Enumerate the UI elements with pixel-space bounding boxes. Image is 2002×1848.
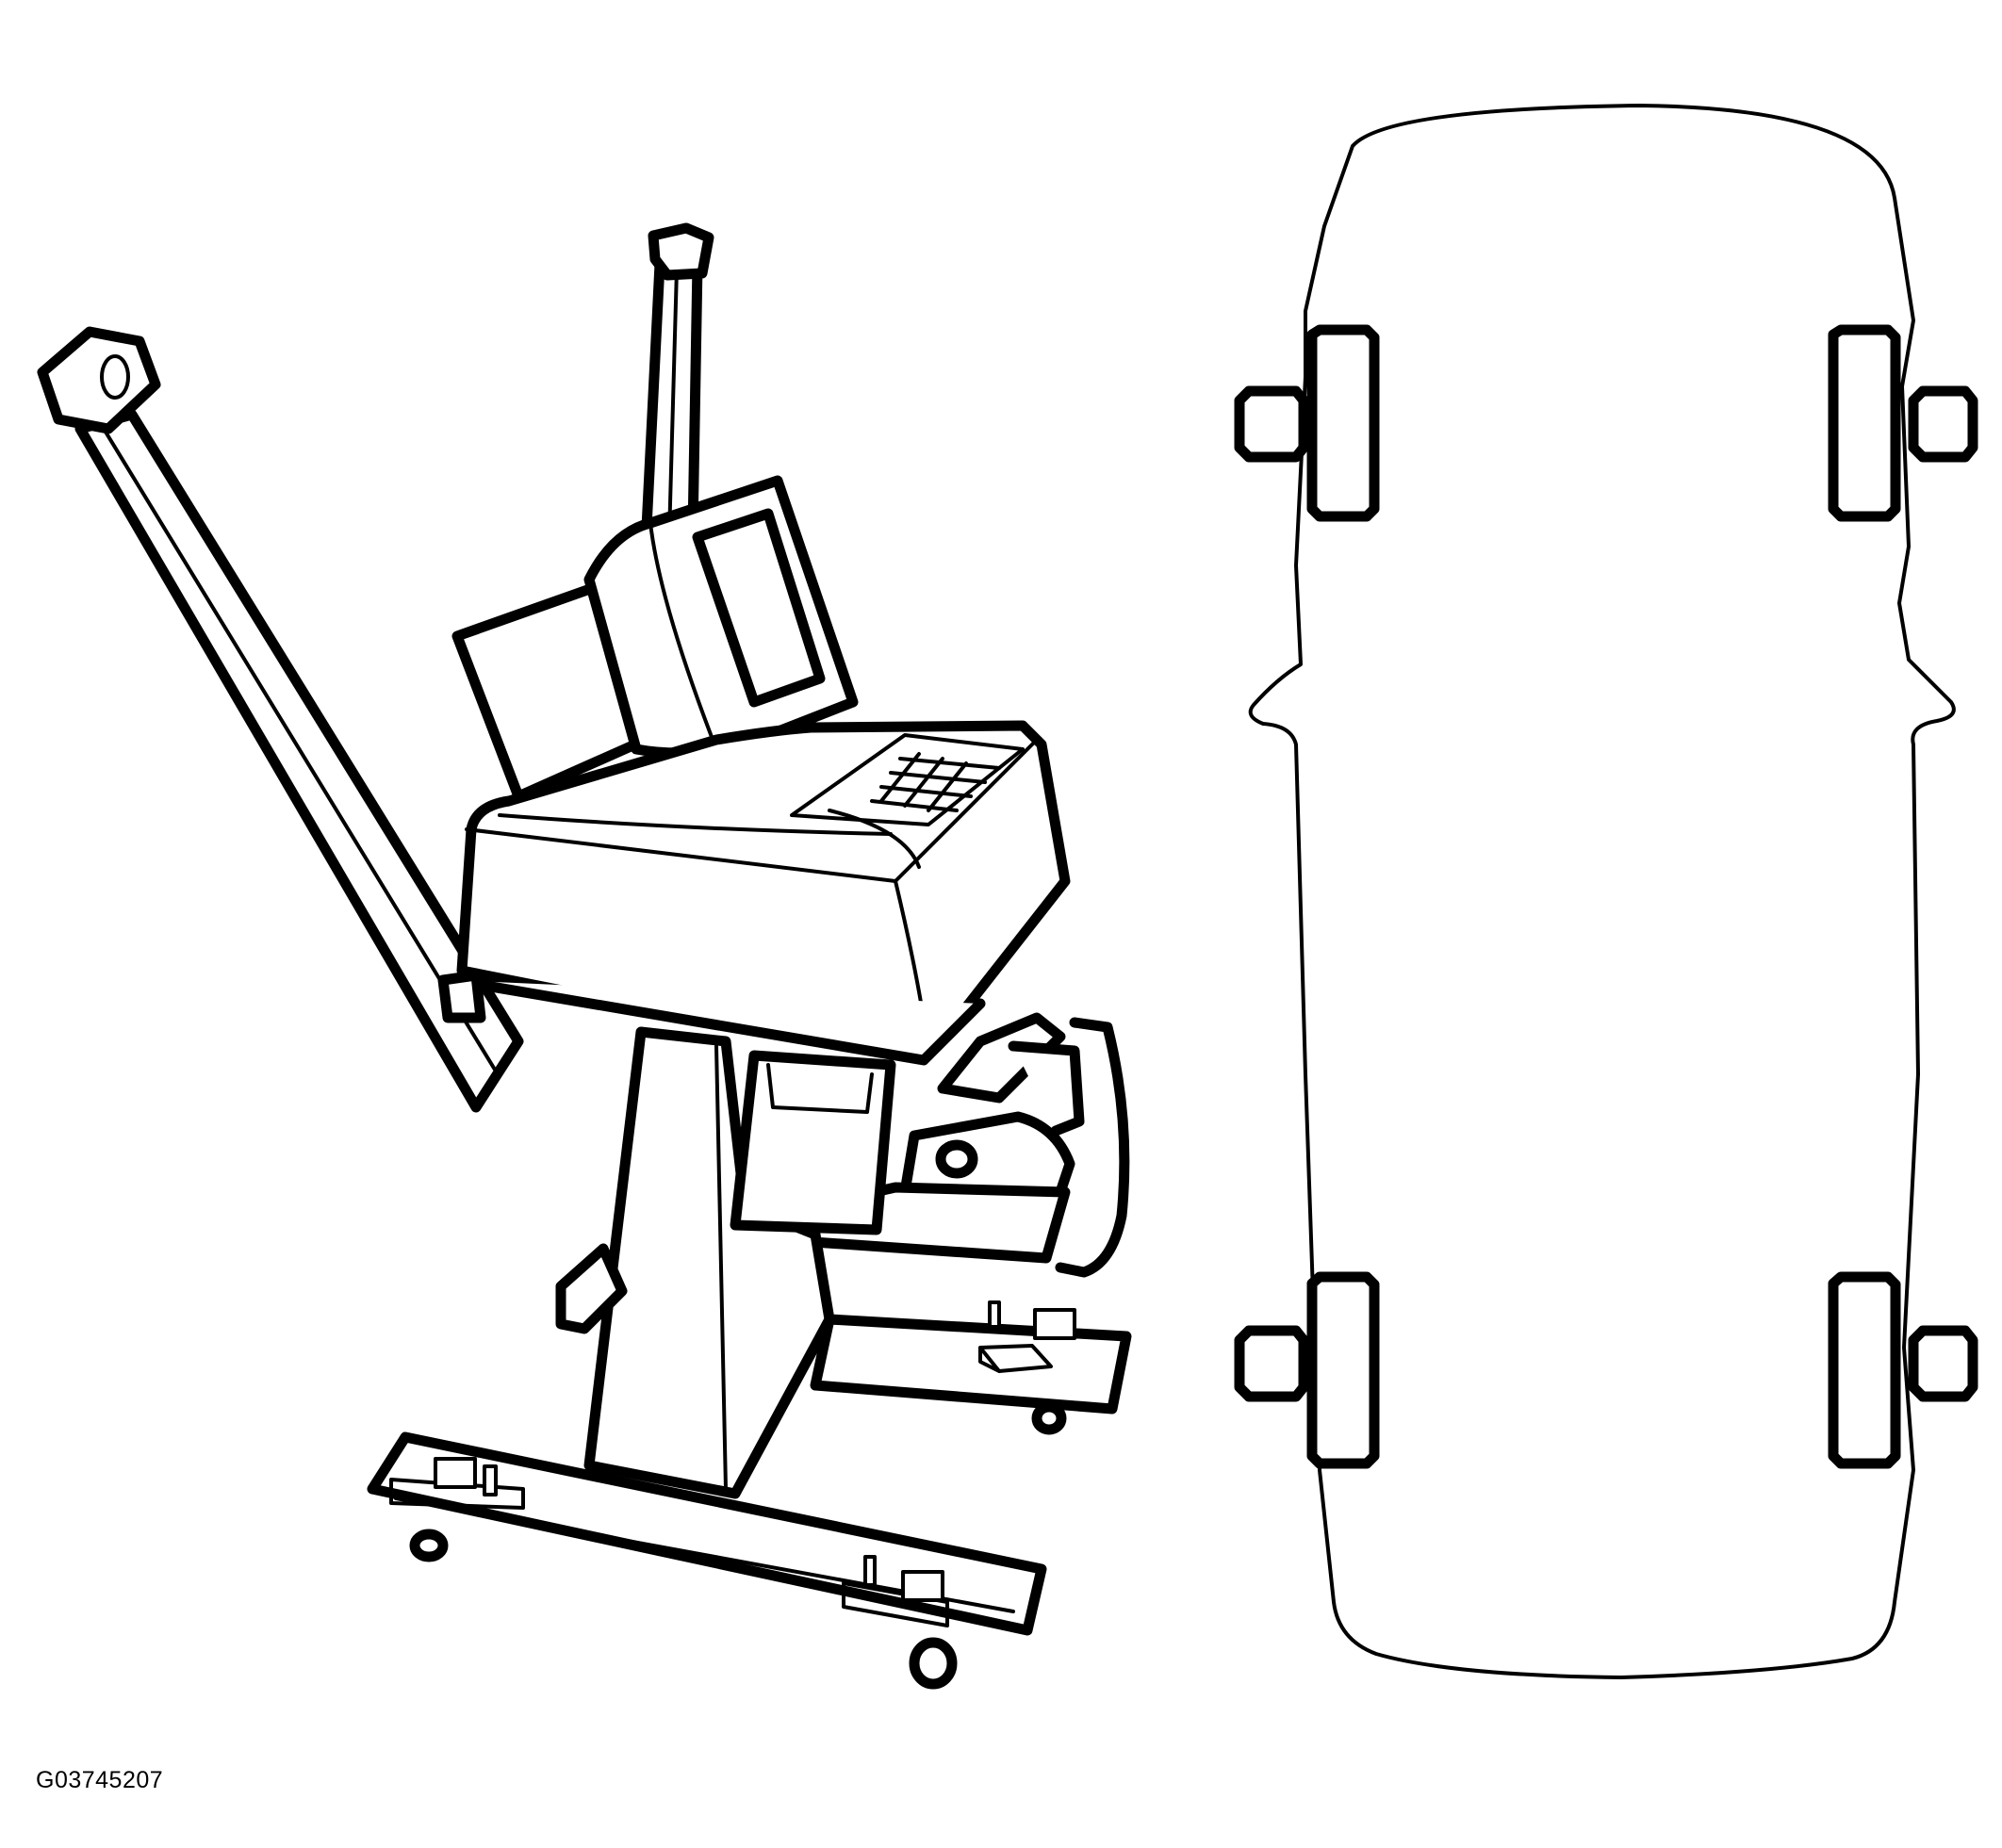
caster-wheel: [409, 1529, 449, 1562]
vehicle-top-view-icon: [1234, 104, 1978, 1679]
target-mount-pad: [901, 1570, 944, 1602]
wheel-rear-left: [1306, 1271, 1380, 1469]
wheel-front-left: [1306, 324, 1380, 522]
wheel-front-right: [1828, 324, 1901, 522]
wheel-rear-right: [1828, 1271, 1901, 1469]
monitor: [451, 475, 859, 802]
base-leg-front: [367, 1431, 1047, 1690]
console-bracket: [437, 970, 486, 1023]
target-mount-pin: [988, 1300, 1001, 1329]
wheel-alignment-machine-icon: [37, 222, 1132, 1690]
target-mount-pad: [1033, 1308, 1076, 1340]
target-mount-pin: [863, 1555, 877, 1587]
vertical-mast: [640, 222, 714, 552]
wheel-sensor-front-right-icon: [1908, 385, 1978, 463]
front-cover-panel: [730, 1050, 896, 1235]
base-leg-rear: [810, 1300, 1132, 1435]
caster-wheel: [1031, 1401, 1067, 1435]
target-mount-pad: [434, 1457, 477, 1489]
wheel-sensor-rear-left-icon: [1234, 1325, 1309, 1402]
vehicle-body-outline: [1248, 104, 1956, 1679]
printer-unit: [767, 1012, 1130, 1278]
wheel-sensor-rear-right-icon: [1908, 1325, 1978, 1402]
console-cabinet: [447, 720, 1071, 1066]
caster-wheel: [909, 1637, 958, 1690]
figure-code-label: G03745207: [36, 1767, 164, 1793]
wheel-sensor-front-left-icon: [1234, 385, 1309, 463]
sensor-boom-arm: [37, 326, 524, 1113]
target-mount-pin: [483, 1464, 498, 1496]
pedestal-column: [583, 1026, 835, 1499]
side-tray: [555, 1243, 628, 1334]
